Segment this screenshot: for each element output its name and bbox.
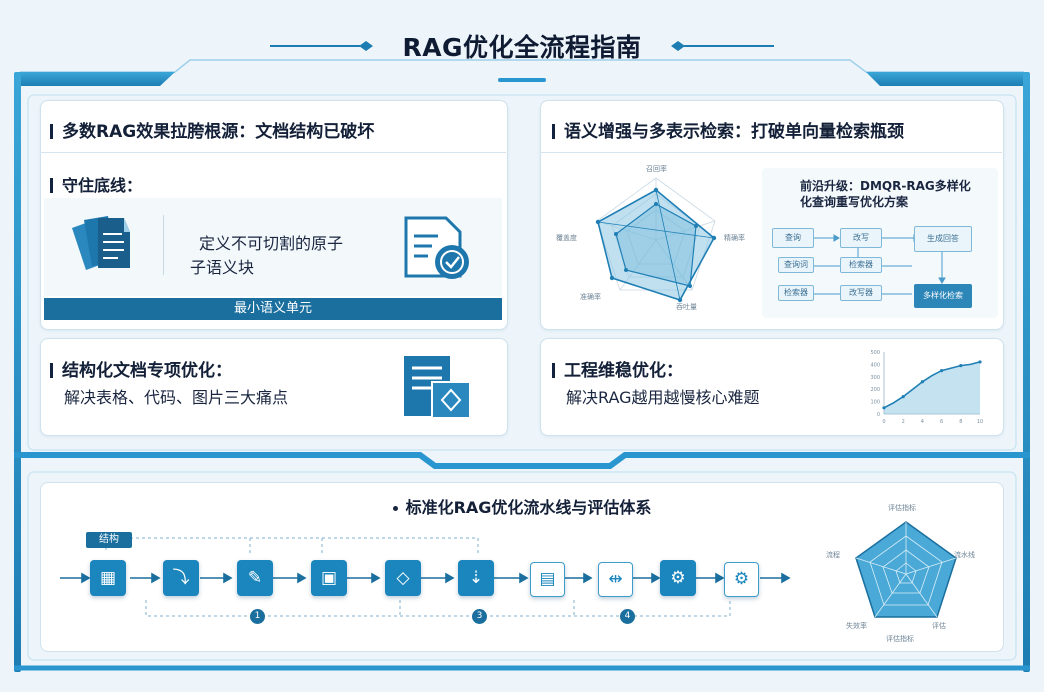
structured-docs-desc: 解决表格、代码、图片三大痛点 (64, 388, 289, 407)
pipeline-step-settings-icon[interactable]: ⚙ (724, 562, 759, 597)
page-title: RAG优化全流程指南 (402, 33, 642, 62)
y-tick-label: 100 (870, 400, 880, 406)
heading-text: 工程维稳优化： (564, 361, 683, 381)
x-tick-label: 10 (977, 419, 983, 425)
document-badge-icon (404, 216, 469, 279)
pipeline-step-number-1: 1 (250, 609, 265, 624)
x-tick-label: 8 (959, 419, 962, 425)
latency-point (940, 369, 944, 373)
latency-line-chart: 0 100 200 300 400 500 0 2 4 6 8 10 (870, 350, 983, 425)
latency-point (882, 406, 886, 410)
y-tick-label: 400 (870, 362, 880, 368)
heading-bullet (50, 363, 53, 378)
y-tick-label: 200 (870, 387, 880, 393)
divider (40, 152, 506, 153)
panel-pipeline (40, 482, 1004, 652)
sub-heading-text: 守住底线： (62, 176, 143, 195)
pipeline-heading-text: 标准化RAG优化流水线与评估体系 (405, 498, 652, 517)
panel-heading-engineering: 工程维稳优化： (552, 356, 683, 381)
pipeline-step-transform-icon[interactable]: ⤵ (163, 560, 199, 596)
pipeline-step-number-4: 4 (620, 609, 635, 624)
heading-bullet (50, 124, 53, 139)
radar-label-bottom-left: 准确率 (580, 293, 601, 301)
retrieval-radar-chart (595, 177, 717, 303)
atomic-desc-line2: 子语义块 (190, 258, 255, 277)
flow-box-generate: 生成回答 (914, 226, 972, 252)
heading-bullet (50, 178, 53, 193)
evaluation-radar-chart (855, 521, 957, 618)
latency-point (920, 380, 924, 384)
divider (540, 152, 1002, 153)
x-tick-label: 2 (902, 419, 905, 425)
eval-label-bottom: 评估指标 (886, 635, 914, 643)
flow-box-query-term: 查询词 (778, 257, 814, 273)
flow-box-retriever-a: 检索器 (840, 257, 882, 273)
x-tick-label: 4 (921, 419, 924, 425)
card-divider (163, 215, 164, 275)
eval-label-left: 流程 (826, 551, 840, 559)
radar-label-right: 精确率 (724, 234, 745, 242)
pipeline-step-split-icon[interactable]: ⇹ (598, 562, 633, 597)
radar-label-bottom-right: 吞吐量 (676, 303, 697, 311)
pipeline-heading: 标准化RAG优化流水线与评估体系 (0, 494, 1044, 518)
pipeline-step-gear-icon[interactable]: ⚙ (660, 560, 696, 596)
latency-line (883, 361, 981, 409)
flow-box-rewriter: 改写器 (840, 285, 882, 301)
panel-heading-semantic: 语义增强与多表示检索：打破单向量检索瓶颈 (552, 117, 904, 142)
x-tick-label: 6 (940, 419, 943, 425)
flow-box-diverse-retrieval: 多样化检索 (914, 284, 972, 308)
y-tick-label: 300 (870, 375, 880, 381)
heading-text: 结构化文档专项优化： (62, 361, 232, 381)
heading-text: 多数RAG效果拉胯根源：文档结构已破坏 (62, 122, 375, 142)
dmqr-title-line2: 化查询重写优化方案 (800, 195, 909, 209)
eval-label-bottom-left: 失效率 (846, 622, 867, 630)
radar-label-top: 召回率 (646, 165, 667, 173)
engineering-desc: 解决RAG越用越慢核心难题 (566, 388, 760, 407)
panel-heading-structured: 结构化文档专项优化： (50, 356, 232, 381)
panel-heading-structure: 多数RAG效果拉胯根源：文档结构已破坏 (50, 117, 374, 142)
latency-point (978, 360, 982, 364)
latency-point (901, 395, 905, 399)
pipeline-step-doc-icon[interactable]: ▤ (530, 562, 565, 597)
eval-label-bottom-right: 评估 (932, 622, 946, 630)
document-image-icon (404, 356, 471, 419)
heading-text: 语义增强与多表示检索：打破单向量检索瓶颈 (564, 122, 904, 142)
heading-bullet (552, 124, 555, 139)
eval-label-top: 评估指标 (888, 504, 916, 512)
latency-point (959, 364, 963, 368)
eval-label-right: 流水线 (954, 551, 975, 559)
sub-heading-baseline: 守住底线： (50, 172, 142, 196)
pipeline-step-diamond-icon[interactable]: ◇ (385, 560, 421, 596)
y-tick-label: 500 (870, 350, 880, 356)
pipeline-step-chip-icon[interactable]: ▣ (311, 560, 347, 596)
latency-area (884, 361, 980, 414)
flow-box-retriever-b: 检索器 (778, 285, 814, 301)
pipeline-step-merge-icon[interactable]: ⇣ (458, 560, 494, 596)
pipeline-step-grid-icon[interactable]: ▦ (90, 560, 126, 596)
documents-stack-icon (72, 216, 130, 270)
y-tick-label: 0 (877, 412, 880, 418)
atomic-desc-line1: 定义不可切割的原子 (199, 234, 344, 253)
heading-bullet (552, 363, 555, 378)
flow-box-query: 查询 (772, 228, 814, 248)
flow-box-rewrite: 改写 (840, 228, 882, 248)
min-semantic-unit-label: 最小语义单元 (44, 298, 502, 320)
pipeline-step-edit-icon[interactable]: ✎ (237, 560, 273, 596)
pipeline-tag-structure: 结构 (86, 532, 132, 548)
dmqr-title-line1: 前沿升级：DMQR-RAG多样化 (800, 179, 971, 193)
radar-label-left: 覆盖度 (556, 234, 577, 242)
pipeline-step-number-3: 3 (472, 609, 487, 624)
x-tick-label: 0 (882, 419, 885, 425)
